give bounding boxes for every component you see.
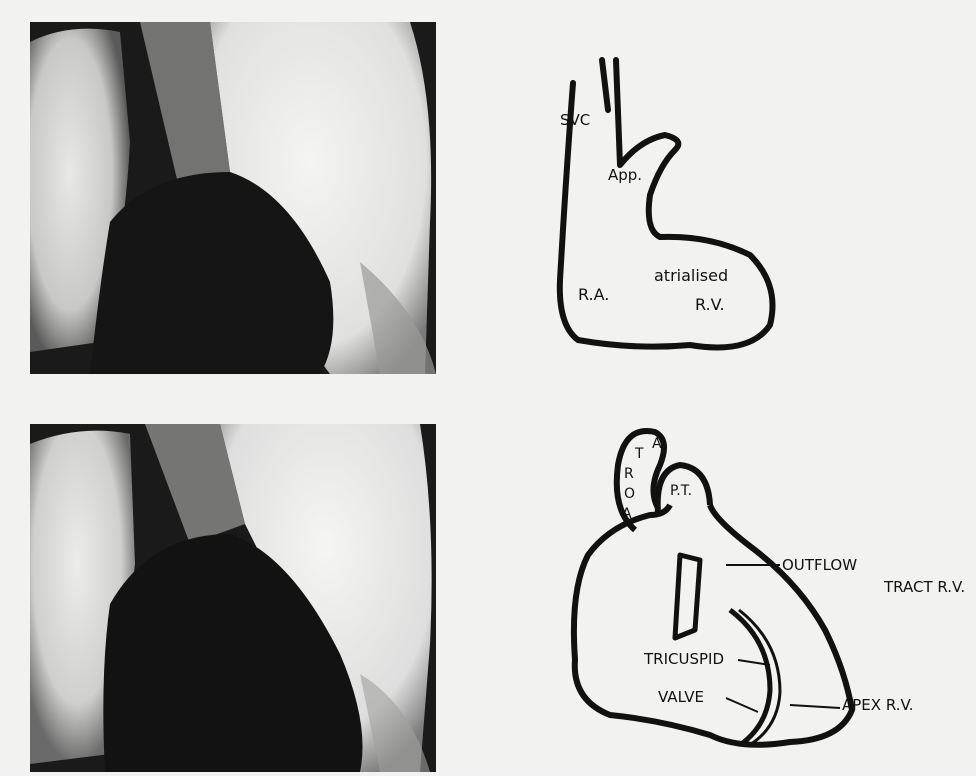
label-tricuspid: TRICUSPID [643, 650, 724, 668]
heart-outline-top [560, 60, 773, 348]
angiogram-radiograph-bottom [30, 424, 436, 772]
label-aorta-o: O [624, 486, 635, 502]
label-aorta-t: T [634, 446, 644, 462]
label-app: App. [608, 166, 642, 184]
diagram-right-ventricle-outflow: A O R T A P.T. OUTFLOW TRACT R.V. TRICUS… [540, 420, 976, 770]
label-tract-rv: TRACT R.V. [883, 578, 965, 596]
label-valve: VALVE [658, 688, 704, 706]
label-pt: P.T. [670, 483, 692, 499]
ventricle-outline [574, 505, 852, 745]
angiogram-radiograph-top [30, 22, 436, 374]
septal-band [675, 555, 700, 638]
label-aorta-a1: A [622, 506, 632, 522]
label-outflow: OUTFLOW [782, 556, 857, 574]
label-rv: R.V. [695, 295, 725, 314]
tricuspid-valve-leaflet [730, 610, 770, 745]
label-atrialised: atrialised [654, 266, 728, 285]
label-ra: R.A. [578, 285, 609, 304]
label-svc: SVC [560, 111, 590, 129]
label-aorta-a2: A [652, 436, 662, 452]
label-apex-rv: APEX R.V. [842, 696, 914, 714]
diagram-atrialised-right-ventricle: SVC App. R.A. atrialised R.V. [540, 55, 800, 385]
label-aorta-r: R [624, 466, 634, 482]
